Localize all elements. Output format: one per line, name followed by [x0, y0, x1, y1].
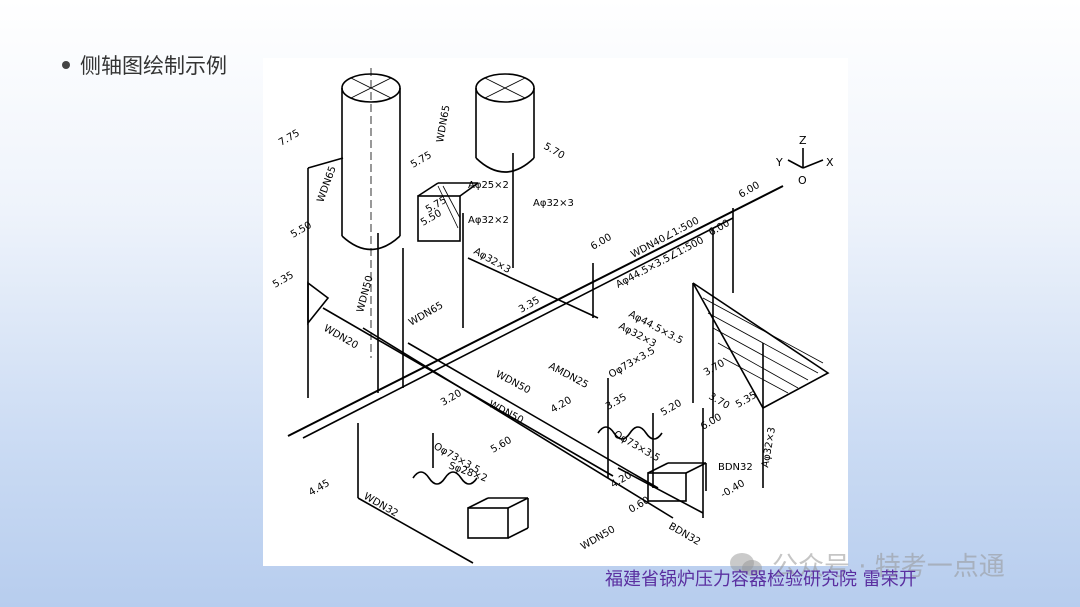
label-wdn65c: WDN65	[407, 300, 445, 328]
label-535b: 5.35	[734, 390, 759, 411]
label-550: 5.50	[289, 220, 314, 241]
label-560: 5.60	[489, 435, 514, 456]
label-wdn32: WDN32	[362, 491, 400, 519]
label-420a: 4.20	[549, 395, 574, 416]
label-060: 0.60	[627, 495, 652, 516]
isometric-drawing-svg: Z Y X O 7.75 5.50 5.35 WDN65 WDN65 5.75 …	[271, 68, 834, 564]
label-bdn32a: BDN32	[718, 462, 753, 473]
axis-z-label: Z	[799, 134, 807, 147]
isometric-piping-drawing: Z Y X O 7.75 5.50 5.35 WDN65 WDN65 5.75 …	[263, 58, 848, 566]
label-320: 3.20	[439, 388, 464, 409]
label-wdn20: WDN20	[322, 323, 360, 351]
label-420b: 4.20	[609, 470, 634, 491]
slide-title: 侧轴图绘制示例	[62, 50, 227, 80]
label-570: 5.70	[542, 141, 567, 162]
axis-x-label: X	[826, 156, 834, 169]
axis-o-label: O	[798, 174, 807, 187]
label-370a: 3.70	[702, 358, 727, 379]
credit-text: 福建省锅炉压力容器检验研究院 雷荣开	[605, 569, 917, 590]
label-600c: 6.00	[707, 218, 732, 239]
label-040: -0.40	[719, 478, 747, 500]
wechat-icon	[730, 552, 762, 576]
label-445: 4.45	[307, 478, 332, 499]
label-wdn50d: WDN50	[579, 524, 617, 552]
label-o73b: Oφ73×3.5	[612, 429, 662, 464]
axis-y-label: Y	[775, 156, 783, 169]
right-tank	[475, 73, 535, 173]
label-wdn65b: WDN65	[435, 104, 452, 143]
slide-title-text: 侧轴图绘制示例	[80, 54, 227, 78]
label-a25: Aφ25×2	[468, 180, 509, 191]
label-a32c: Aφ32×3	[472, 246, 513, 276]
label-o73a: Oφ73×3.5	[607, 345, 657, 380]
label-335: 3.35	[517, 295, 542, 316]
label-550b: 5.50	[419, 208, 444, 229]
label-535a: 5.35	[271, 270, 296, 291]
watermark: 公众号 · 特考一点通	[728, 546, 1005, 583]
label-wdn50b: WDN50	[494, 369, 533, 396]
label-a32b: Aφ32×3	[533, 198, 574, 209]
bullet-dot	[62, 61, 70, 69]
watermark-text: 公众号 · 特考一点通	[772, 552, 1005, 582]
label-370b: 3.70	[707, 391, 732, 412]
label-a32a: Aφ32×2	[468, 215, 509, 226]
label-575a: 5.75	[409, 150, 434, 171]
label-bdn32b: BDN32	[667, 521, 703, 548]
label-wdn50c: WDN50	[487, 399, 526, 426]
label-wdn65a: WDN65	[315, 165, 338, 204]
label-amdn25: AMDN25	[547, 361, 590, 391]
label-600a: 6.00	[589, 232, 614, 253]
label-775: 7.75	[277, 128, 302, 149]
label-520: 5.20	[659, 398, 684, 419]
left-tank	[341, 68, 401, 358]
label-wdn50a: WDN50	[355, 274, 375, 313]
